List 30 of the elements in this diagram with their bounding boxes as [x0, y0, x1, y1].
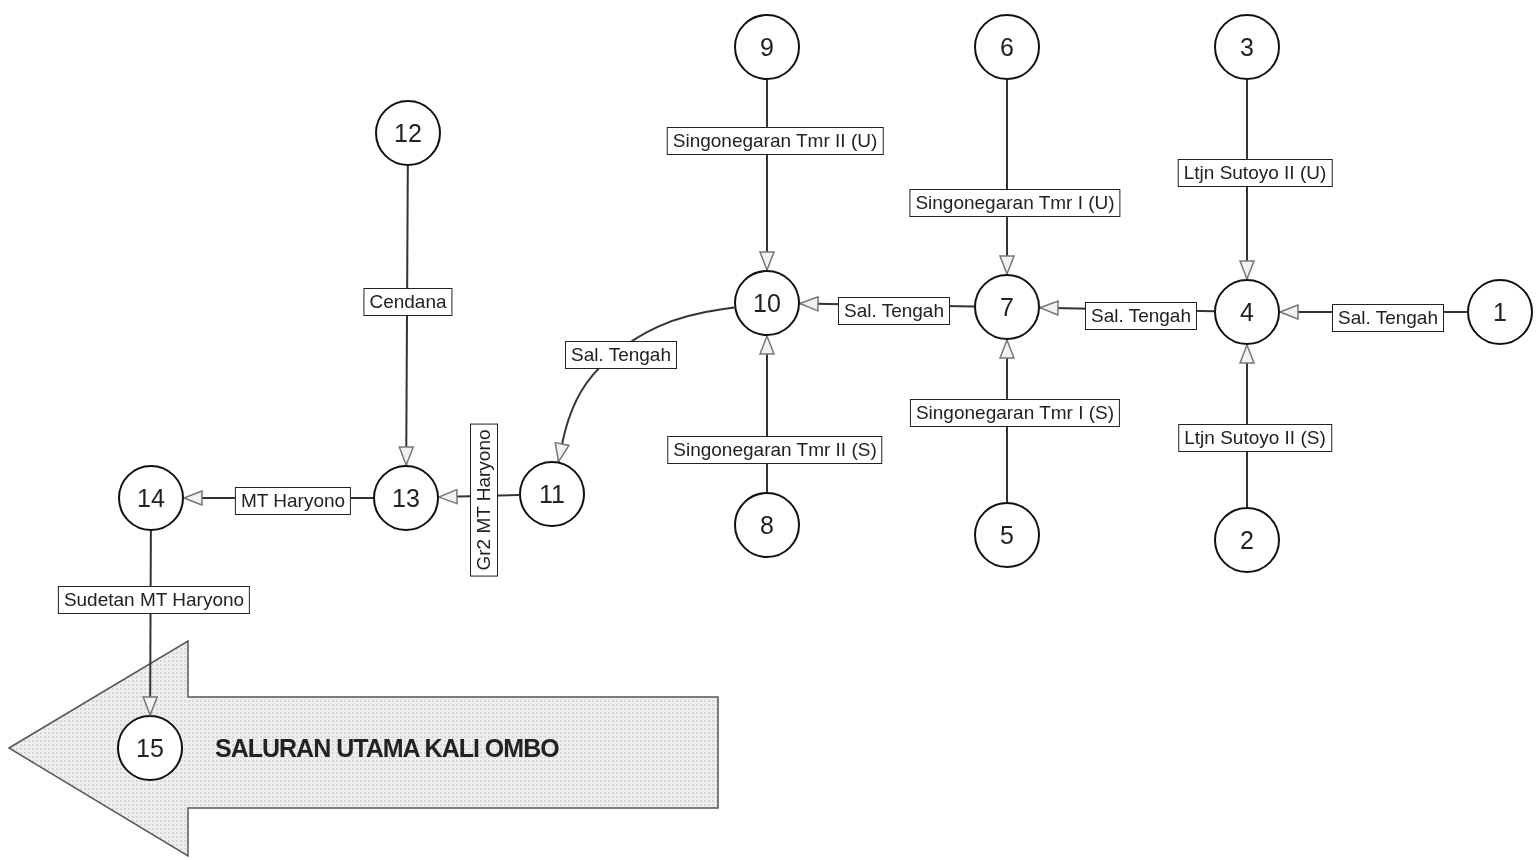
edge-label: Singonegaran Tmr II (S) — [667, 436, 883, 464]
numbered-circle: 13 — [373, 465, 439, 531]
numbered-circle: 11 — [519, 461, 585, 527]
numbered-circle: 8 — [734, 492, 800, 558]
numbered-circle: 5 — [974, 502, 1040, 568]
numbered-circle: 10 — [734, 270, 800, 336]
edge-label: Singonegaran Tmr II (U) — [666, 127, 884, 155]
numbered-circle: 12 — [375, 100, 441, 166]
edge-label: Sal. Tengah — [838, 297, 950, 325]
banner-title: SALURAN UTAMA KALI OMBO — [215, 734, 559, 763]
edge-label: Ltjn Sutoyo II (S) — [1178, 424, 1332, 452]
numbered-circle: 2 — [1214, 507, 1280, 573]
edge-label: Ltjn Sutoyo II (U) — [1177, 159, 1333, 187]
numbered-circle: 3 — [1214, 14, 1280, 80]
edge-label: Sal. Tengah — [565, 341, 677, 369]
edge-label: Singonegaran Tmr I (S) — [909, 399, 1121, 427]
edge-label: Sal. Tengah — [1085, 302, 1197, 330]
numbered-circle: 1 — [1467, 279, 1533, 345]
numbered-circle: 14 — [118, 465, 184, 531]
edge-label: Cendana — [363, 288, 453, 316]
edge-label: MT Haryono — [234, 487, 352, 515]
numbered-circle: 9 — [734, 14, 800, 80]
edge-label: Sal. Tengah — [1332, 304, 1444, 332]
arrow — [398, 165, 415, 466]
edge-label: Sudetan MT Haryono — [57, 586, 251, 614]
numbered-circle: 6 — [974, 14, 1040, 80]
edge-label: Gr2 MT Haryono — [470, 423, 498, 577]
numbered-circle: 4 — [1214, 279, 1280, 345]
numbered-circle: 7 — [974, 274, 1040, 340]
edge-label: Singonegaran Tmr I (U) — [909, 189, 1121, 217]
